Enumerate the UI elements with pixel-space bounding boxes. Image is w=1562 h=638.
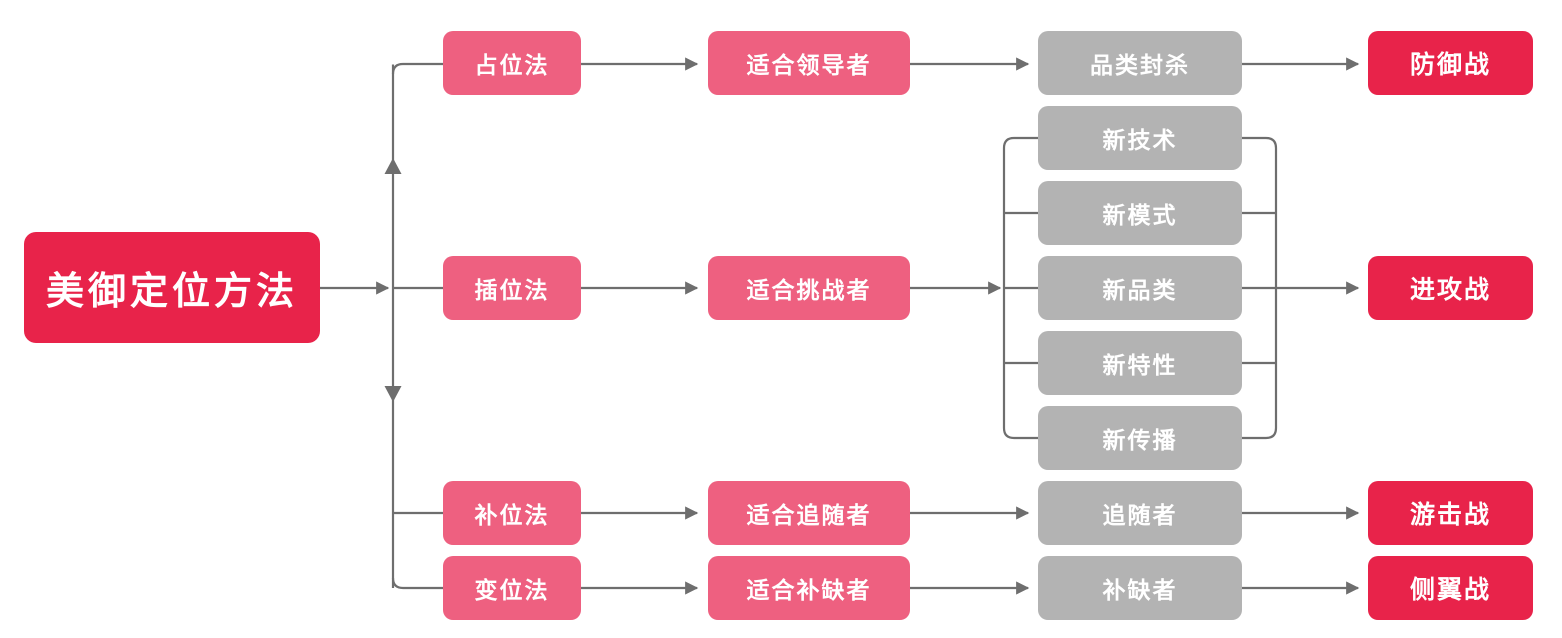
node-tactic-zhuisuizhe[interactable]: 追随者 bbox=[1038, 481, 1242, 545]
edge-trunk-to-zhanwei bbox=[391, 62, 443, 75]
trunk-arrowhead-up bbox=[384, 158, 402, 174]
node-label: 新传播 bbox=[1102, 427, 1178, 453]
node-warfare-youjizhan[interactable]: 游击战 bbox=[1368, 481, 1533, 545]
node-label: 插位法 bbox=[474, 277, 550, 303]
node-audience-buquezhe[interactable]: 适合补缺者 bbox=[708, 556, 910, 620]
edge-trunk-to-bianwei bbox=[391, 577, 443, 590]
node-label: 新品类 bbox=[1102, 277, 1178, 303]
node-root-label: 美御定位方法 bbox=[45, 271, 298, 313]
node-label: 变位法 bbox=[474, 577, 550, 603]
node-tactic-xinmoshi[interactable]: 新模式 bbox=[1038, 181, 1242, 245]
node-method-chaweifa[interactable]: 插位法 bbox=[443, 256, 581, 320]
node-label: 适合挑战者 bbox=[746, 277, 872, 303]
node-label: 新技术 bbox=[1102, 127, 1178, 153]
node-tactic-xinchuanbo[interactable]: 新传播 bbox=[1038, 406, 1242, 470]
node-tactic-pinleifengsha[interactable]: 品类封杀 bbox=[1038, 31, 1242, 95]
node-tactic-xinjishu[interactable]: 新技术 bbox=[1038, 106, 1242, 170]
node-label: 进攻战 bbox=[1409, 276, 1491, 304]
node-label: 适合补缺者 bbox=[746, 577, 872, 603]
node-label: 补位法 bbox=[474, 502, 550, 528]
node-method-zhanweifa[interactable]: 占位法 bbox=[443, 31, 581, 95]
node-label: 侧翼战 bbox=[1409, 576, 1491, 604]
node-label: 品类封杀 bbox=[1090, 52, 1190, 78]
trunk-arrowhead-down bbox=[384, 386, 402, 402]
node-tactic-buquezhe[interactable]: 补缺者 bbox=[1038, 556, 1242, 620]
node-tactic-xinpinlei[interactable]: 新品类 bbox=[1038, 256, 1242, 320]
node-label: 追随者 bbox=[1102, 502, 1178, 528]
node-audience-zhuisuizhe[interactable]: 适合追随者 bbox=[708, 481, 910, 545]
bracket-left-spine bbox=[1002, 136, 1015, 440]
node-tactic-xintexing[interactable]: 新特性 bbox=[1038, 331, 1242, 395]
node-method-buweifa[interactable]: 补位法 bbox=[443, 481, 581, 545]
node-warfare-jingongzhan[interactable]: 进攻战 bbox=[1368, 256, 1533, 320]
node-label: 占位法 bbox=[474, 52, 550, 78]
node-label: 新模式 bbox=[1102, 202, 1178, 228]
node-label: 新特性 bbox=[1102, 352, 1178, 378]
node-label: 防御战 bbox=[1409, 51, 1491, 79]
node-label: 适合领导者 bbox=[746, 52, 872, 78]
node-audience-lingdaozhe[interactable]: 适合领导者 bbox=[708, 31, 910, 95]
node-root[interactable]: 美御定位方法 bbox=[24, 232, 320, 343]
node-label: 补缺者 bbox=[1102, 577, 1178, 603]
node-label: 游击战 bbox=[1409, 501, 1491, 529]
bracket-right-spine bbox=[1265, 136, 1278, 440]
node-warfare-ceyizhan[interactable]: 侧翼战 bbox=[1368, 556, 1533, 620]
node-warfare-fangyuzhan[interactable]: 防御战 bbox=[1368, 31, 1533, 95]
node-audience-tiaozhanzhe[interactable]: 适合挑战者 bbox=[708, 256, 910, 320]
node-method-bianweifa[interactable]: 变位法 bbox=[443, 556, 581, 620]
node-label: 适合追随者 bbox=[746, 502, 872, 528]
